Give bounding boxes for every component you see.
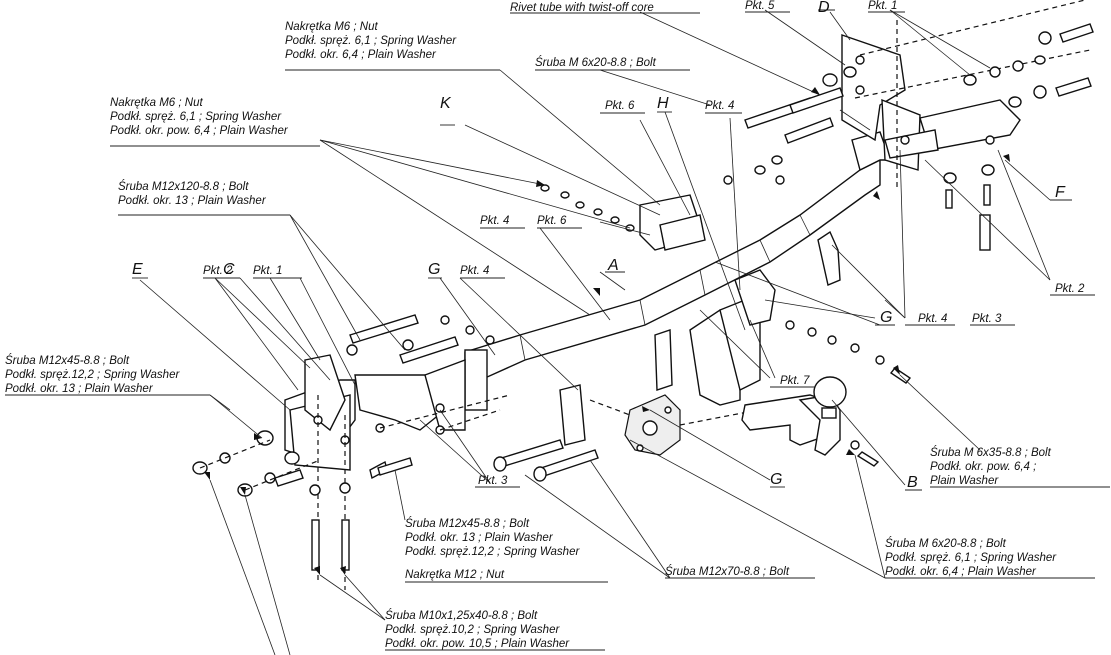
label-pkt7: Pkt. 7: [780, 375, 810, 387]
leader-lines: [139, 9, 1051, 655]
bottom-bolts: [493, 439, 599, 482]
label-bolt-m6x35-1: Śruba M 6x35-8.8 ; Bolt: [930, 446, 1052, 459]
center-bracket: [540, 184, 706, 251]
label-pkt4-a: Pkt. 4: [705, 100, 734, 112]
label-bolt-m12x120-2: Podkł. okr. 13 ; Plain Washer: [118, 195, 267, 207]
label-pkt4-c: Pkt. 4: [460, 265, 489, 277]
label-pkt2-left: Pkt. 2: [203, 265, 233, 277]
right-bracket: [841, 0, 1091, 190]
left-fasteners: [192, 314, 495, 571]
m6-fasteners: [785, 320, 912, 467]
label-bolt-m6x20-bot-3: Podkł. okr. 6,4 ; Plain Washer: [885, 566, 1037, 578]
label-nut-m6-top-2: Podkł. spręż. 6,1 ; Spring Washer: [285, 35, 457, 47]
label-bolt-m10-2: Podkł. spręż.10,2 ; Spring Washer: [385, 624, 560, 636]
label-bolt-m12x120-1: Śruba M12x120-8.8 ; Bolt: [118, 180, 249, 193]
label-pkt4-b: Pkt. 4: [480, 215, 509, 227]
label-pkt1-left: Pkt. 1: [253, 265, 282, 277]
letter-d: D: [818, 0, 830, 16]
label-bolt-m12x45-left-2: Podkł. spręż.12,2 ; Spring Washer: [5, 369, 180, 381]
label-bolt-m12x45-mid-1: Śruba M12x45-8.8 ; Bolt: [405, 517, 530, 530]
label-pkt4-right: Pkt. 4: [918, 313, 947, 325]
label-pkt3-left: Pkt. 3: [478, 475, 508, 487]
letter-g-3: G: [770, 471, 782, 488]
label-nut-m6-top-1: Nakrętka M6 ; Nut: [285, 21, 378, 33]
middle-bracket: [689, 230, 841, 406]
label-bolt-m12x70: Śruba M12x70-8.8 ; Bolt: [665, 565, 790, 578]
label-bolt-m6x20-top: Śruba M 6x20-8.8 ; Bolt: [535, 56, 657, 69]
letter-b: B: [907, 474, 918, 491]
label-bolt-m6x35-2: Podkł. okr. pow. 6,4 ;: [930, 461, 1036, 473]
right-fasteners: [723, 23, 1094, 251]
label-bolt-m12x45-left-1: Śruba M12x45-8.8 ; Bolt: [5, 354, 130, 367]
label-bolt-m12x45-mid-3: Podkł. spręż.12,2 ; Spring Washer: [405, 546, 580, 558]
label-pkt2-right: Pkt. 2: [1055, 283, 1085, 295]
label-bolt-m12x45-left-3: Podkł. okr. 13 ; Plain Washer: [5, 383, 154, 395]
tow-ball: [741, 376, 847, 456]
g-brackets: [559, 329, 673, 446]
letter-g-1: G: [428, 261, 440, 278]
label-nut-m6-left-3: Podkł. okr. pow. 6,4 ; Plain Washer: [110, 125, 289, 137]
label-pkt5: Pkt. 5: [745, 0, 775, 12]
arrowheads: [204, 87, 1010, 575]
point-labels: Pkt. 5 Pkt. 1 Pkt. 6 Pkt. 4 Pkt. 4 Pkt. …: [203, 0, 1085, 487]
label-bolt-m10-1: Śruba M10x1,25x40-8.8 ; Bolt: [385, 609, 538, 622]
label-bolt-m12x45-mid-4: Nakrętka M12 ; Nut: [405, 569, 505, 581]
letter-a: A: [607, 257, 619, 274]
label-bolt-m10-3: Podkł. okr. pow. 10,5 ; Plain Washer: [385, 638, 570, 650]
label-nut-m6-left-1: Nakrętka M6 ; Nut: [110, 97, 203, 109]
label-bolt-m6x35-3: Plain Washer: [930, 475, 999, 487]
label-nut-m6-top-3: Podkł. okr. 6,4 ; Plain Washer: [285, 49, 437, 61]
letter-k: K: [440, 95, 452, 112]
label-nut-m6-left-2: Podkł. spręż. 6,1 ; Spring Washer: [110, 111, 282, 123]
letter-h: H: [657, 95, 669, 112]
label-underlines: [5, 9, 1110, 651]
socket-plate: [589, 394, 811, 456]
label-bolt-m6x20-bot-2: Podkł. spręż. 6,1 ; Spring Washer: [885, 552, 1057, 564]
letter-c: C: [223, 261, 235, 278]
letter-f: F: [1055, 184, 1066, 201]
label-bolt-m12x45-mid-2: Podkł. okr. 13 ; Plain Washer: [405, 532, 554, 544]
label-pkt6-b: Pkt. 6: [537, 215, 567, 227]
left-bracket: [284, 354, 511, 590]
main-beam: [464, 131, 891, 411]
label-pkt1-top: Pkt. 1: [868, 0, 897, 12]
letter-e: E: [132, 261, 143, 278]
letter-labels: D K H A E C G G G F B: [132, 0, 1066, 491]
text-labels: Rivet tube with twist-off core Nakrętka …: [5, 2, 1057, 650]
letter-g-2: G: [880, 309, 892, 326]
label-rivet-tube: Rivet tube with twist-off core: [510, 2, 654, 14]
label-pkt3-right: Pkt. 3: [972, 313, 1002, 325]
label-bolt-m6x20-bot-1: Śruba M 6x20-8.8 ; Bolt: [885, 537, 1007, 550]
label-pkt6-a: Pkt. 6: [605, 100, 635, 112]
